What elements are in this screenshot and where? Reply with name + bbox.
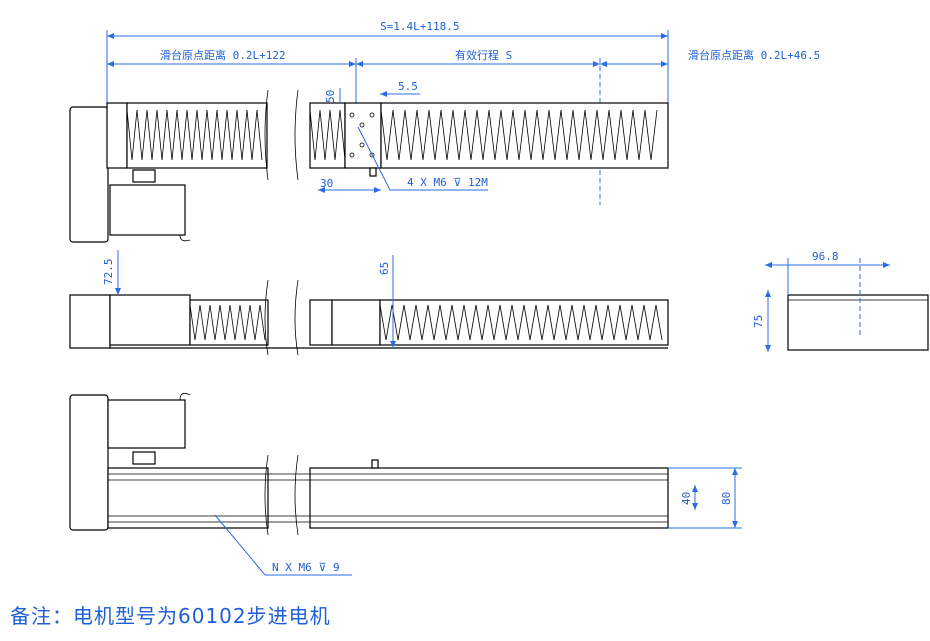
- motor-end-cap: [69, 106, 109, 243]
- base-holes-leader: [214, 514, 266, 576]
- motor-height-label: 72.5: [102, 259, 115, 286]
- motor-body: [109, 184, 186, 236]
- motor-flange: [106, 102, 128, 169]
- bottom-motor-body: [107, 399, 186, 449]
- side-bellows-right: [379, 299, 669, 346]
- end-profile: [787, 294, 929, 351]
- motor-note: 备注：电机型号为60102步进电机: [10, 604, 331, 628]
- bottom-view: 40 80 N X M6 ⊽ 9: [69, 392, 742, 576]
- carriage-height-label: 50: [324, 90, 337, 103]
- base-holes-label: N X M6 ⊽ 9: [272, 561, 340, 574]
- side-motor-end: [69, 294, 111, 349]
- end-view: 96.8 75: [752, 250, 929, 352]
- stroke-label: 有效行程 S: [455, 48, 512, 62]
- rail-outer-label: 80: [720, 492, 733, 505]
- side-carriage: [331, 299, 381, 346]
- end-width-label: 96.8: [812, 250, 839, 263]
- origin-left-label: 滑台原点距离 0.2L+122: [160, 48, 286, 62]
- side-bellows-left: [189, 299, 269, 346]
- side-view: 72.5 65: [69, 250, 669, 356]
- carriage: [344, 102, 382, 169]
- motor-connector: [132, 169, 156, 183]
- bottom-motor-end: [69, 394, 109, 531]
- bottom-rail-right: [309, 467, 669, 529]
- hole-leader: [357, 126, 391, 191]
- top-view: S=1.4L+118.5 滑台原点距离 0.2L+122 有效行程 S 滑台原点…: [69, 20, 820, 243]
- total-length-label: S=1.4L+118.5: [380, 20, 459, 33]
- carriage-holes-label: 4 X M6 ⊽ 12M: [407, 176, 488, 189]
- carriage-pin: [369, 167, 377, 177]
- side-height-label: 65: [378, 262, 391, 275]
- hole-offset-label: 5.5: [398, 80, 418, 93]
- bottom-rail-left: [107, 467, 269, 529]
- carriage-offset-label: 30: [320, 177, 333, 190]
- origin-right-label: 滑台原点距离 0.2L+46.5: [688, 48, 820, 62]
- end-height-label: 75: [752, 315, 765, 328]
- side-motor-body: [109, 294, 191, 346]
- rail-inner-label: 40: [680, 492, 693, 505]
